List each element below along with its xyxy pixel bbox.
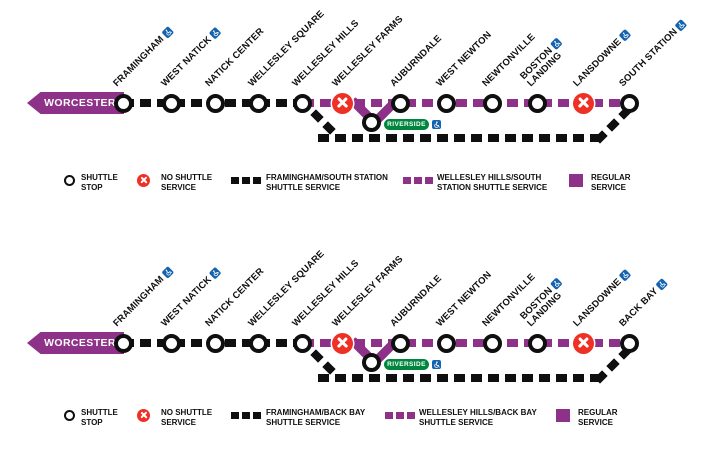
accessibility-icon: [161, 26, 175, 39]
shuttle-stop-marker-back-bay: [619, 333, 639, 353]
purple-shuttle-line: [303, 99, 629, 107]
black-dash-legend-icon: [231, 412, 261, 419]
regular-service-legend-icon: [569, 174, 583, 187]
shuttle-stop-marker-natick-center: [205, 93, 225, 113]
shuttle-stop-legend-icon: [64, 410, 75, 421]
shuttle-stop-marker-auburndale: [390, 93, 410, 113]
shuttle-stop-marker-wellesley-hills: [292, 93, 312, 113]
bypass-line-horizontal: [318, 134, 602, 142]
worcester-terminal-banner: WORCESTER: [27, 332, 124, 354]
purple-shuttle-line: [303, 339, 629, 347]
accessibility-icon: [432, 359, 441, 369]
accessibility-icon: [618, 268, 632, 282]
shuttle-stop-marker-west-natick: [161, 333, 181, 353]
accessibility-icon: [161, 266, 175, 279]
shuttle-stop-marker-boston-landing: [527, 93, 547, 113]
shuttle-stop-marker-west-newton: [436, 93, 456, 113]
accessibility-icon: [208, 26, 222, 40]
purple-dash-legend-icon: [403, 177, 433, 184]
shuttle-stop-marker-wellesley-square: [248, 93, 268, 113]
no-shuttle-marker-wellesley-farms: [331, 92, 353, 114]
accessibility-icon: [208, 266, 222, 280]
no-shuttle-marker-lansdowne: [572, 332, 594, 354]
shuttle-stop-marker-south-station: [619, 93, 639, 113]
accessibility-icon: [618, 28, 632, 42]
shuttle-stop-marker-newtonville: [482, 93, 502, 113]
riverside-stop-marker: [361, 112, 381, 132]
riverside-badge: RIVERSIDE: [384, 358, 429, 370]
shuttle-stop-marker-natick-center: [205, 333, 225, 353]
no-shuttle-legend-icon: [137, 409, 150, 422]
shuttle-stop-marker-wellesley-hills: [292, 333, 312, 353]
black-dash-legend-icon: [231, 177, 261, 184]
purple-dash-legend-icon: [385, 412, 415, 419]
accessibility-icon: [550, 37, 563, 51]
shuttle-stop-marker-framingham: [113, 333, 133, 353]
riverside-badge: RIVERSIDE: [384, 118, 429, 130]
no-shuttle-legend-icon: [137, 174, 150, 187]
shuttle-stop-marker-wellesley-square: [248, 333, 268, 353]
accessibility-icon: [432, 119, 441, 129]
regular-service-legend-icon: [556, 409, 570, 422]
riverside-stop-marker: [361, 352, 381, 372]
no-shuttle-marker-wellesley-farms: [331, 332, 353, 354]
no-shuttle-marker-lansdowne: [572, 92, 594, 114]
worcester-terminal-banner: WORCESTER: [27, 92, 124, 114]
shuttle-stop-legend-icon: [64, 175, 75, 186]
shuttle-stop-marker-boston-landing: [527, 333, 547, 353]
accessibility-icon: [655, 278, 669, 291]
shuttle-stop-marker-newtonville: [482, 333, 502, 353]
accessibility-icon: [550, 277, 563, 291]
shuttle-stop-marker-west-newton: [436, 333, 456, 353]
accessibility-icon: [674, 18, 688, 32]
shuttle-stop-marker-auburndale: [390, 333, 410, 353]
bypass-line-horizontal: [318, 374, 602, 382]
shuttle-stop-marker-framingham: [113, 93, 133, 113]
shuttle-stop-marker-west-natick: [161, 93, 181, 113]
